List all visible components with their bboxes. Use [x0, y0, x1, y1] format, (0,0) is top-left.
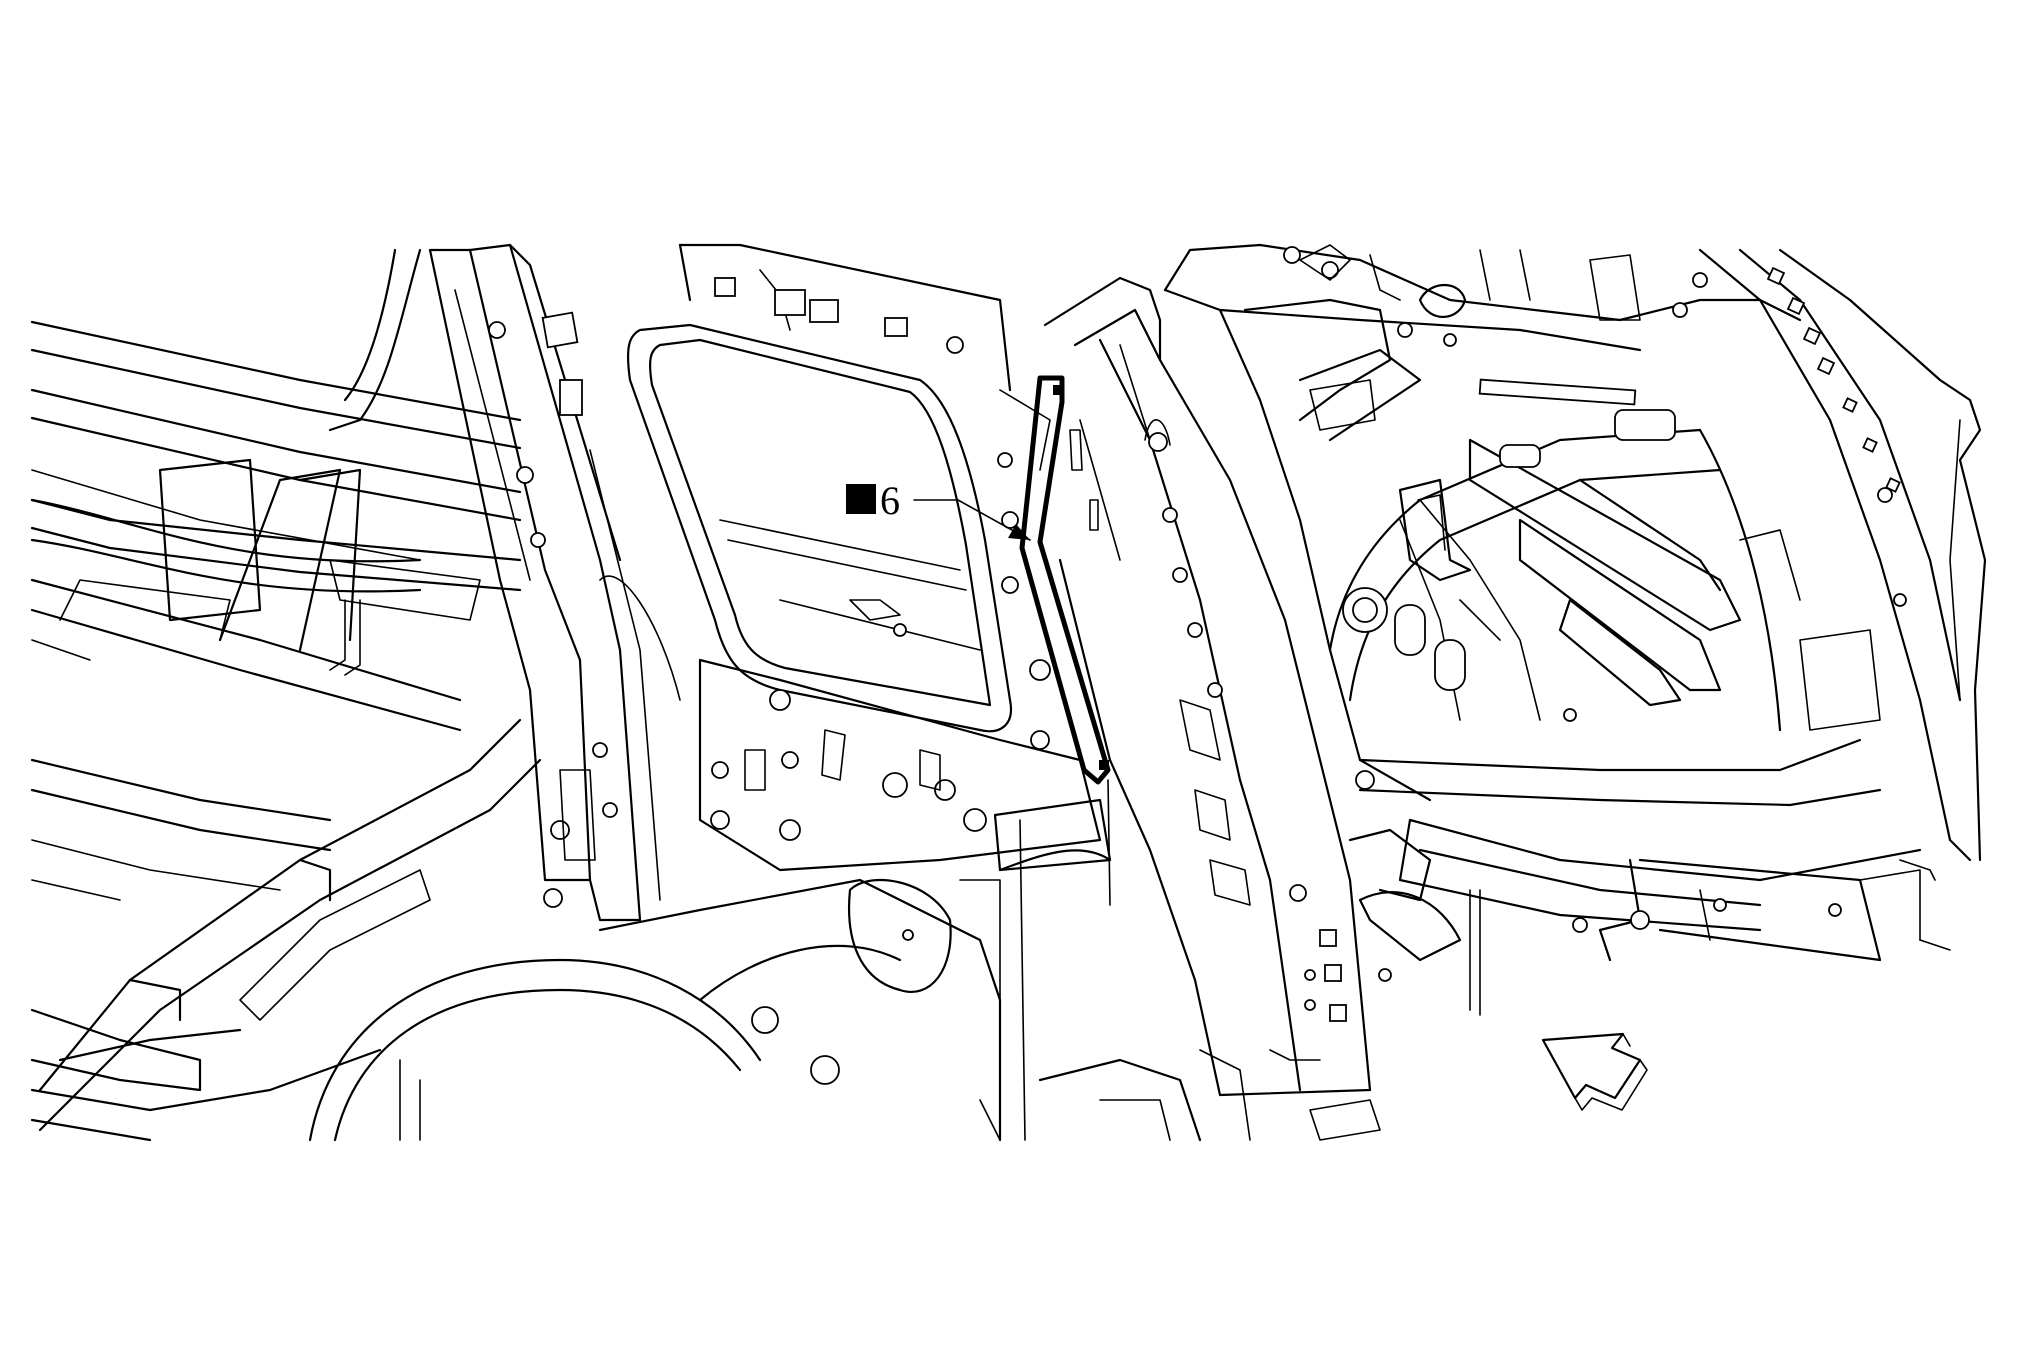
left-pillar: [328, 243, 681, 922]
center-pillar: [1043, 276, 1372, 1097]
part-callout: 6: [846, 478, 1031, 541]
quarter-window-opening: [626, 323, 1013, 733]
left-floor-frame: [30, 320, 762, 1142]
center-panel: [698, 452, 1112, 872]
callout-leader-arrowhead: [1008, 524, 1030, 540]
callout-leader-line: [913, 499, 1031, 541]
rear-lower-frame: [1269, 818, 1951, 1141]
lower-center-floor: [1038, 1049, 1251, 1142]
callout-square-symbol: [846, 484, 876, 514]
callout-number: 6: [880, 478, 900, 523]
view-direction-arrow-icon: [1541, 1032, 1648, 1111]
highlighted-reinforcement: [1019, 375, 1111, 906]
inner-wheelhouse: [598, 819, 1026, 1142]
upper-rear-panel: [678, 243, 1051, 471]
right-body-structure: [1163, 243, 1987, 862]
